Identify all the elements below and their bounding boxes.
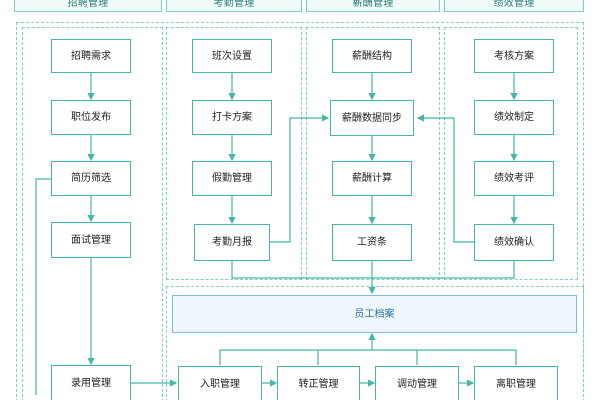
employee-probation: 转正管理	[277, 366, 360, 400]
header-performance: 绩效管理	[444, 0, 584, 12]
recruitment-hiring: 录用管理	[51, 365, 131, 400]
salary-sync: 薪酬数据同步	[330, 100, 414, 136]
employee-archive: 员工档案	[172, 295, 577, 333]
header-attendance: 考勤管理	[166, 0, 302, 12]
lifecycle-bus	[219, 349, 517, 365]
employee-departure: 离职管理	[474, 366, 558, 400]
employee-onboarding: 入职管理	[178, 366, 262, 400]
performance-panel	[444, 27, 578, 280]
performance-formulate: 绩效制定	[474, 100, 554, 135]
attendance-leave: 假勤管理	[192, 161, 272, 196]
screening-side-line	[35, 178, 51, 395]
recruitment-posting: 职位发布	[51, 100, 131, 135]
salary-payslip: 工资条	[332, 224, 412, 261]
header-recruitment: 招聘管理	[14, 0, 162, 12]
recruitment-panel	[22, 27, 163, 400]
recruitment-demand: 招聘需求	[51, 39, 131, 73]
attendance-to-archive	[231, 261, 376, 295]
performance-confirm: 绩效确认	[474, 224, 554, 261]
employee-panel	[166, 286, 584, 400]
attendance-clock: 打卡方案	[192, 100, 272, 135]
outer-frame	[16, 22, 584, 400]
arrow-monthly-sync	[270, 114, 330, 243]
performance-scheme: 考核方案	[474, 39, 554, 73]
header-salary: 薪酬管理	[306, 0, 440, 12]
attendance-shift: 班次设置	[192, 39, 272, 73]
recruitment-screening: 简历筛选	[51, 161, 131, 196]
salary-structure: 薪酬结构	[332, 39, 412, 73]
salary-calc: 薪酬计算	[332, 161, 412, 196]
performance-review: 绩效考评	[474, 161, 554, 196]
attendance-monthly: 考勤月报	[194, 224, 270, 261]
recruitment-interview: 面试管理	[51, 222, 131, 258]
arrow-confirm-sync	[416, 114, 474, 243]
performance-to-archive	[372, 261, 515, 279]
salary-panel	[306, 27, 440, 280]
attendance-panel	[166, 27, 302, 280]
employee-transfer: 调动管理	[375, 366, 459, 400]
